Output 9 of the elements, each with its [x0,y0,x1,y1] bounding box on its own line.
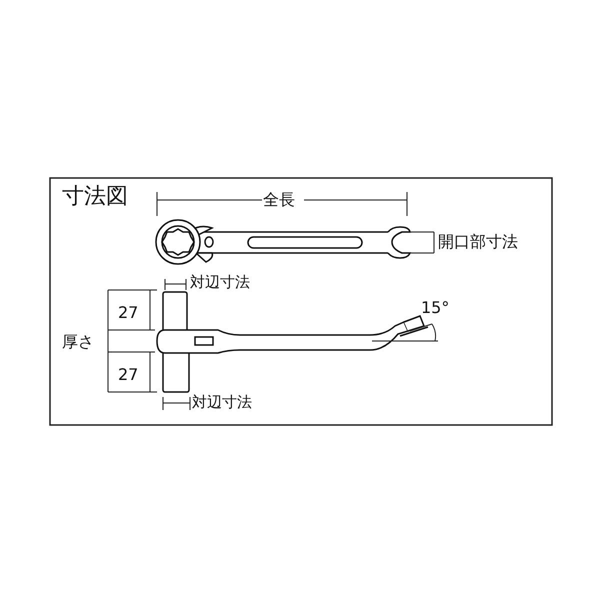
angle-label: 15° [421,300,450,316]
dimension-label: 開口部寸法 [438,234,518,250]
dimension-label: 対辺寸法 [192,395,252,410]
dimension-label: 全長 [263,192,295,208]
dimension-value: 27 [118,305,138,321]
diagram-title: 寸法図 [62,186,128,208]
dimension-label: 対辺寸法 [190,275,250,290]
dimension-value: 27 [118,367,138,383]
dimension-label: 厚さ [62,334,94,350]
